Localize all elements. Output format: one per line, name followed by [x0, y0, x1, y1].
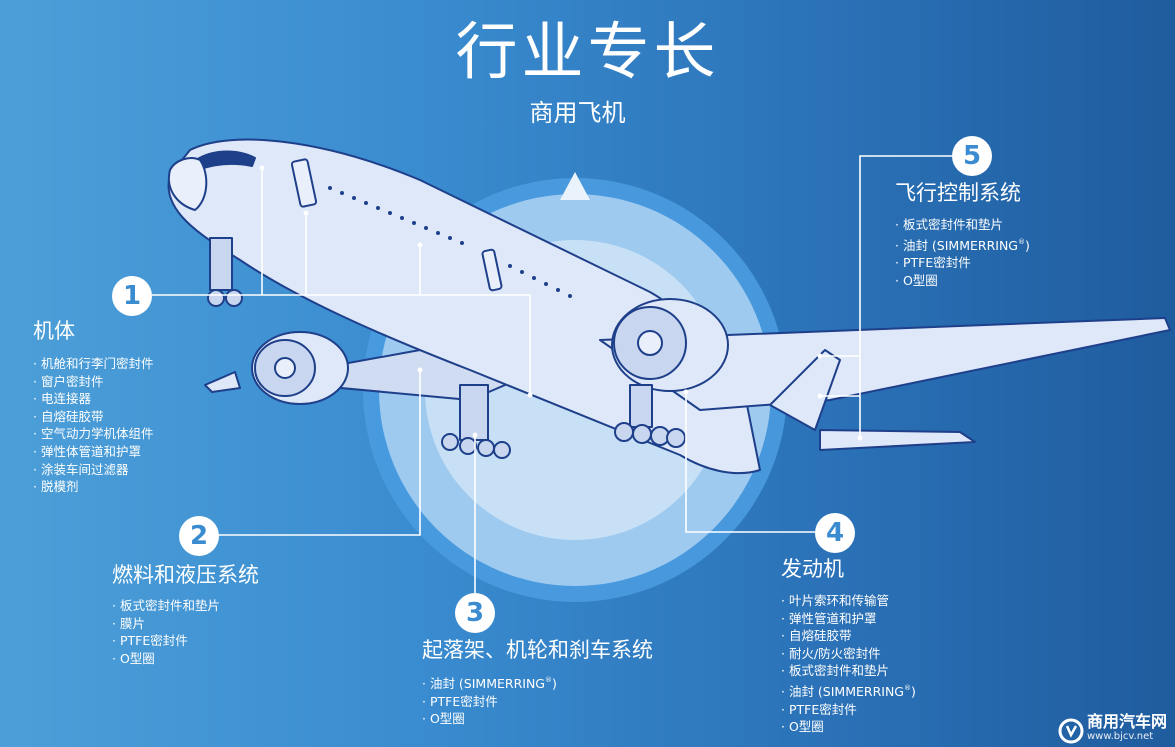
tail-stabilizer	[819, 429, 976, 451]
list-item: 电连接器	[33, 390, 153, 408]
section-2-list: 板式密封件和垫片 膜片 PTFE密封件 O型圈	[112, 597, 220, 667]
list-item: 空气动力学机体组件	[33, 425, 154, 443]
watermark-url: www.bjcv.net	[1086, 731, 1154, 742]
list-item: 膜片	[112, 615, 220, 633]
cabin-door	[290, 158, 318, 208]
cockpit-window	[195, 150, 256, 171]
list-item: 油封 (SIMMERRING®)	[781, 680, 916, 701]
section-1-title: 机体	[33, 319, 75, 343]
section-3-list: 油封 (SIMMERRING®) PTFE密封件 O型圈	[422, 672, 557, 728]
section-3-number-badge: 3	[455, 593, 495, 633]
section-2-number-badge: 2	[179, 516, 219, 556]
list-item: 自熔硅胶带	[781, 627, 916, 645]
list-item: 板式密封件和垫片	[112, 597, 220, 615]
registered-mark: ®	[545, 676, 552, 684]
left-tail-fin	[204, 371, 241, 393]
list-item: 涂装车间过滤器	[33, 461, 153, 479]
section-1-number-badge: 1	[112, 276, 152, 316]
section-1-list: 机舱和行李门密封件 窗户密封件 电连接器 自熔硅胶带 空气动力学机体组件 弹性体…	[33, 355, 154, 496]
section-4-title: 发动机	[781, 557, 844, 581]
list-item: 耐火/防火密封件	[781, 645, 916, 663]
list-item: 油封 (SIMMERRING®)	[422, 672, 557, 693]
section-5-number-badge: 5	[952, 136, 992, 176]
section-2-title: 燃料和液压系统	[112, 563, 259, 587]
list-item: PTFE密封件	[895, 254, 1030, 272]
nose-gear	[209, 237, 233, 291]
list-item: O型圈	[112, 650, 220, 668]
watermark: 商用汽车网 www.bjcv.net	[1087, 713, 1167, 743]
nose-cone	[167, 157, 208, 211]
list-item: O型圈	[422, 710, 557, 728]
page-subtitle: 商用飞机	[529, 99, 626, 127]
list-item: 弹性体管道和护罩	[33, 443, 153, 461]
list-item: 自熔硅胶带	[33, 408, 153, 426]
list-item: 脱模剂	[33, 478, 153, 496]
section-3-title: 起落架、机轮和刹车系统	[422, 638, 653, 662]
list-item: 叶片索环和传输管	[781, 592, 916, 610]
list-item: 弹性管道和护罩	[781, 610, 916, 628]
list-item: PTFE密封件	[422, 693, 557, 711]
rear-door	[481, 248, 503, 292]
list-item: 板式密封件和垫片	[895, 216, 1030, 234]
section-4-list: 叶片索环和传输管 弹性管道和护罩 自熔硅胶带 耐火/防火密封件 板式密封件和垫片…	[781, 592, 916, 736]
fuselage	[167, 138, 761, 475]
list-item: PTFE密封件	[781, 701, 916, 719]
list-item: 窗户密封件	[33, 373, 153, 391]
main-gear-left	[459, 384, 489, 441]
list-item: 油封 (SIMMERRING®)	[895, 234, 1030, 255]
watermark-name: 商用汽车网	[1086, 712, 1167, 731]
cv-logo-icon	[1058, 718, 1084, 744]
list-item: O型圈	[895, 272, 1030, 290]
cabin-windows	[328, 186, 572, 298]
list-item: 板式密封件和垫片	[781, 662, 916, 680]
page-title: 行业专长	[455, 15, 720, 88]
list-item: 机舱和行李门密封件	[33, 355, 154, 373]
list-item: O型圈	[781, 718, 916, 736]
main-gear-right	[629, 384, 653, 428]
list-item: PTFE密封件	[112, 632, 220, 650]
arrow-up-icon	[560, 172, 590, 200]
registered-mark: ®	[1018, 237, 1025, 246]
right-wing	[599, 317, 1171, 411]
winglet-flap	[769, 349, 841, 431]
registered-mark: ®	[904, 683, 911, 692]
section-5-list: 板式密封件和垫片 油封 (SIMMERRING®) PTFE密封件 O型圈	[895, 216, 1030, 289]
section-4-number-badge: 4	[815, 513, 855, 553]
leader-lines	[152, 155, 952, 596]
section-5-title: 飞行控制系统	[895, 181, 1021, 205]
